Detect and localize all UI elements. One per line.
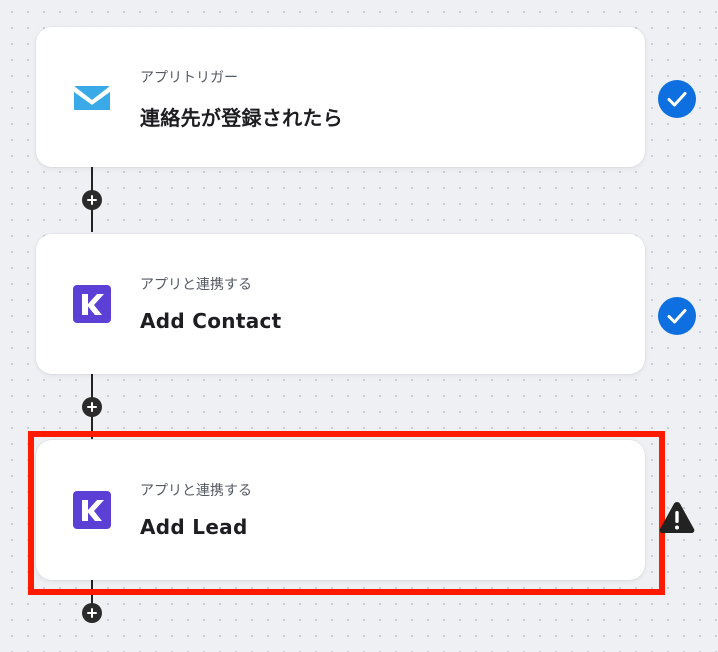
envelope-icon [74, 86, 110, 110]
step-subtitle: アプリと連携する [140, 483, 252, 499]
step-title: 連絡先が登録されたら [140, 106, 343, 130]
step-card-add-lead[interactable]: アプリと連携する Add Lead [36, 440, 645, 580]
step-subtitle: アプリトリガー [140, 70, 238, 86]
plus-icon [87, 195, 97, 205]
step-status-warning [658, 499, 696, 537]
k-logo-icon [73, 491, 111, 529]
step-card-add-contact[interactable]: アプリと連携する Add Contact [36, 234, 645, 374]
warning-icon [659, 502, 695, 533]
k-logo-icon [73, 285, 111, 323]
step-subtitle: アプリと連携する [140, 277, 252, 293]
add-step-button[interactable] [82, 603, 102, 623]
plus-icon [87, 608, 97, 618]
add-step-button[interactable] [82, 397, 102, 417]
flow-connector [91, 580, 93, 610]
check-icon [658, 297, 696, 335]
step-title: Add Contact [140, 309, 282, 333]
plus-icon [87, 402, 97, 412]
add-step-button[interactable] [82, 190, 102, 210]
step-status-complete [658, 80, 696, 118]
step-title: Add Lead [140, 515, 248, 539]
step-status-complete [658, 297, 696, 335]
step-card-trigger[interactable]: アプリトリガー 連絡先が登録されたら [36, 27, 645, 167]
check-icon [658, 80, 696, 118]
